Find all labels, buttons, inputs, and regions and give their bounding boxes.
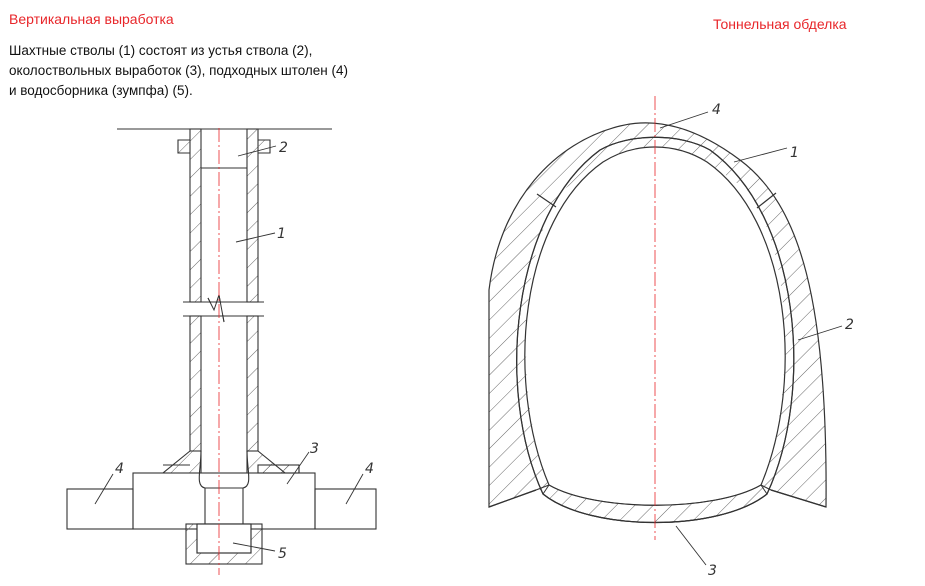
break-symbol xyxy=(183,294,264,323)
shaft-leaders xyxy=(94,145,364,552)
adits xyxy=(66,488,377,530)
tunnel-lining-title: Тоннельная обделка xyxy=(713,16,847,32)
lining-joints xyxy=(488,192,827,508)
label-shaft: 1 xyxy=(277,226,286,242)
label-wall: 2 xyxy=(845,317,854,333)
shaft-walls xyxy=(189,128,259,452)
label-lining: 1 xyxy=(790,145,799,161)
vertical-working-title: Вертикальная выработка xyxy=(9,11,174,27)
tunnel-drawing xyxy=(488,96,843,566)
sump xyxy=(185,488,263,565)
label-adit-right: 4 xyxy=(365,461,374,477)
shaft-description: Шахтные стволы (1) состоят из устья ство… xyxy=(9,41,429,101)
shaft-labels: 2 1 3 4 4 5 xyxy=(115,140,374,562)
label-collar: 2 xyxy=(279,140,288,156)
description-line: околоствольных выработок (3), подходных … xyxy=(9,63,348,78)
label-invert: 3 xyxy=(708,563,717,579)
label-crown: 4 xyxy=(712,102,721,118)
tunnel-labels: 4 1 2 3 xyxy=(708,102,854,579)
tunnel-leaders xyxy=(659,111,843,566)
description-line: и водосборника (зумпфа) (5). xyxy=(9,83,193,98)
label-sump: 5 xyxy=(278,546,287,562)
label-adit-left: 4 xyxy=(115,461,124,477)
shaft-station xyxy=(132,450,316,530)
description-line: Шахтные стволы (1) состоят из устья ство… xyxy=(9,43,313,58)
shaft-drawing xyxy=(66,128,377,575)
label-station: 3 xyxy=(310,441,319,457)
